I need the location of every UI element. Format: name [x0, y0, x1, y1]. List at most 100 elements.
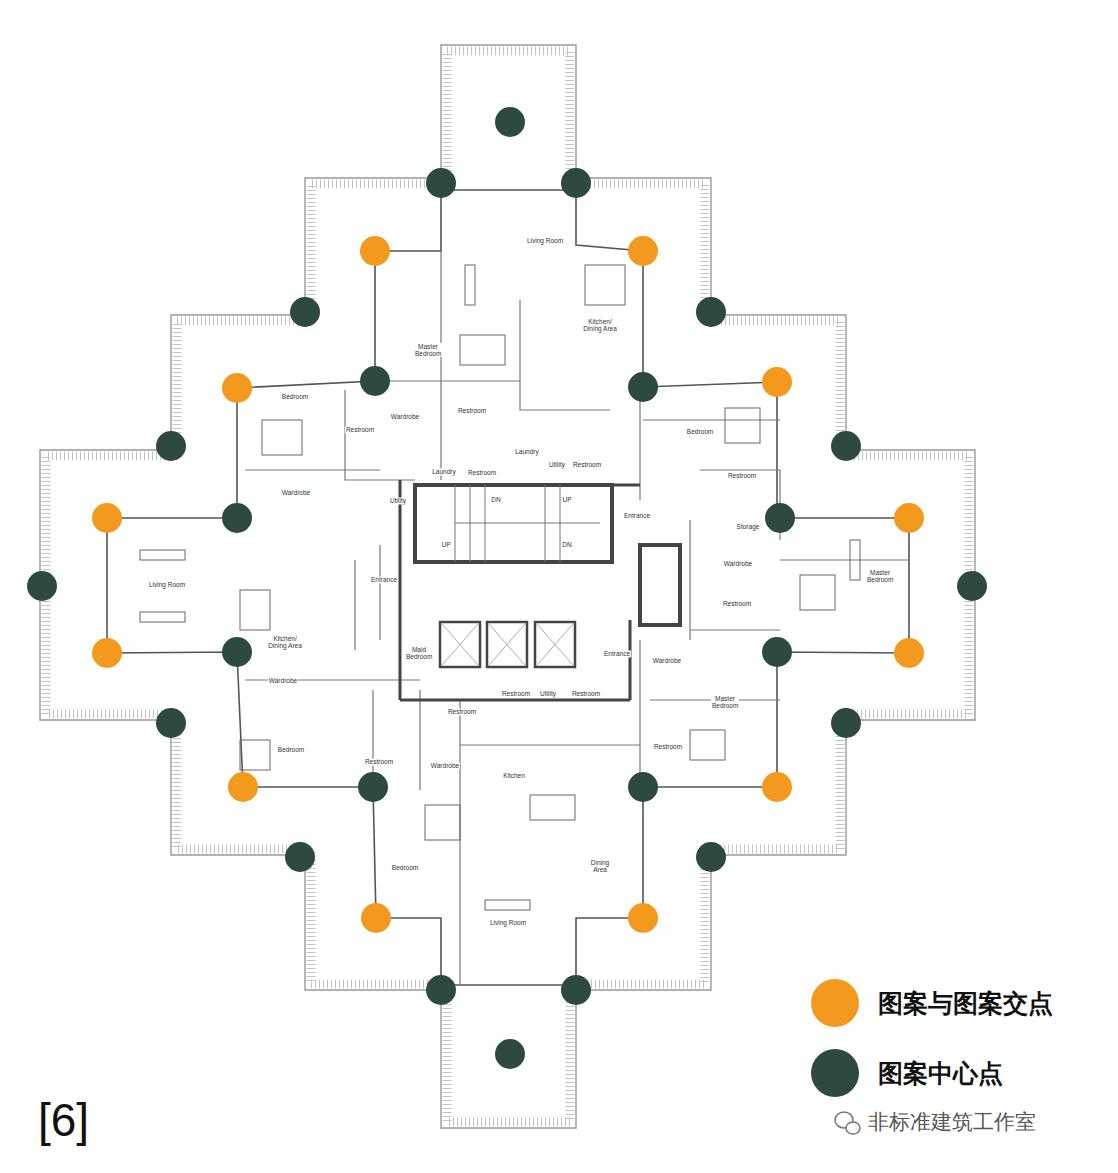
room-label: Kitchen — [502, 772, 526, 779]
center-dot — [561, 168, 591, 198]
room-label: Master Bedroom — [414, 343, 442, 357]
room-label: Master Bedroom — [866, 569, 894, 583]
intersection-dot — [628, 903, 658, 933]
room-label: Kitchen/ Dining Area — [581, 318, 619, 332]
dining-table — [585, 265, 625, 305]
center-dot — [222, 503, 252, 533]
room-label: Restroom — [501, 690, 531, 697]
bed — [240, 740, 270, 770]
room-label: Dining Area — [587, 859, 613, 873]
core-walls — [400, 480, 640, 700]
room-label: Wardrobe — [268, 677, 298, 684]
building-envelope — [107, 190, 909, 985]
legend-swatch — [811, 979, 859, 1027]
center-dot — [765, 503, 795, 533]
room-label: Bedroom — [281, 393, 309, 400]
intersection-dot — [894, 638, 924, 668]
room-label: Wardrobe — [723, 560, 753, 567]
wechat-icon — [835, 1112, 860, 1134]
room-label: Laundry — [514, 448, 540, 455]
wechat-bubble — [846, 1122, 860, 1134]
room-label: Living Room — [148, 581, 186, 588]
room-label: Entrance — [603, 650, 631, 657]
terrace-outline — [40, 45, 975, 1128]
stair-treads — [455, 485, 600, 562]
room-label: UP — [440, 541, 451, 548]
room-label: Utility — [539, 690, 557, 697]
room-label: Wardrobe — [281, 489, 311, 496]
room-label: Master Bedroom — [711, 695, 739, 709]
center-dots — [27, 107, 987, 1069]
room-label: Restroom — [572, 461, 602, 468]
center-dot — [696, 297, 726, 327]
bed — [690, 730, 725, 760]
figure-number: [6] — [38, 1095, 89, 1146]
room-label: Living Room — [526, 237, 564, 244]
center-dot — [628, 772, 658, 802]
bed — [262, 420, 302, 455]
dining-table — [240, 590, 270, 630]
center-dot — [360, 366, 390, 396]
intersection-dot — [92, 503, 122, 533]
room-label: Wardrobe — [390, 413, 420, 420]
room-label: Restroom — [467, 469, 497, 476]
room-label: Utility — [548, 461, 566, 468]
center-dot — [495, 107, 525, 137]
intersection-dot — [361, 903, 391, 933]
room-label: Restroom — [447, 708, 477, 715]
intersection-dot — [894, 503, 924, 533]
intersection-dot — [762, 772, 792, 802]
center-dot — [222, 637, 252, 667]
room-label: Restroom — [571, 690, 601, 697]
center-dot — [831, 431, 861, 461]
center-dot — [628, 372, 658, 402]
intersection-dot — [222, 373, 252, 403]
intersection-dot — [628, 236, 658, 266]
intersection-dots — [92, 236, 924, 933]
kitchen-island — [530, 795, 575, 820]
room-label: Restroom — [727, 472, 757, 479]
center-dot — [426, 975, 456, 1005]
bed — [425, 805, 460, 840]
room-label: Restroom — [345, 426, 375, 433]
intersection-dot — [762, 367, 792, 397]
sofa — [850, 540, 860, 580]
center-dot — [156, 708, 186, 738]
center-dot — [495, 1039, 525, 1069]
room-label: Wardrobe — [652, 657, 682, 664]
center-dot — [426, 168, 456, 198]
sofa — [140, 612, 185, 622]
bed — [725, 408, 760, 443]
room-label: Restroom — [457, 407, 487, 414]
room-label: Restroom — [364, 758, 394, 765]
intersection-dot — [92, 638, 122, 668]
legend-text: 图案中心点 — [878, 1057, 1003, 1090]
room-label: Bedroom — [277, 746, 305, 753]
center-dot — [696, 842, 726, 872]
room-label: Kitchen/ Dining Area — [266, 635, 304, 649]
room-label: Living Room — [489, 919, 527, 926]
room-label: Storage — [736, 523, 761, 530]
center-dot — [358, 772, 388, 802]
room-label: DN — [490, 496, 501, 503]
room-label: Bedroom — [686, 428, 714, 435]
stair-core — [415, 485, 612, 562]
room-label: Bedroom — [391, 864, 419, 871]
center-dot — [762, 637, 792, 667]
room-label: Maid Bedroom — [405, 646, 433, 660]
room-label: Laundry — [431, 468, 457, 475]
room-label: DN — [561, 541, 572, 548]
center-dot — [561, 975, 591, 1005]
center-dot — [27, 571, 57, 601]
legend-swatch — [811, 1049, 859, 1097]
center-dot — [290, 297, 320, 327]
legend-text: 图案与图案交点 — [878, 987, 1053, 1020]
elevator-cross — [442, 624, 573, 665]
room-label: Utility — [389, 497, 407, 504]
room-label: Wardrobe — [430, 762, 460, 769]
center-dot — [831, 708, 861, 738]
room-label: Entrance — [370, 576, 398, 583]
center-dot — [957, 571, 987, 601]
center-dot — [156, 431, 186, 461]
